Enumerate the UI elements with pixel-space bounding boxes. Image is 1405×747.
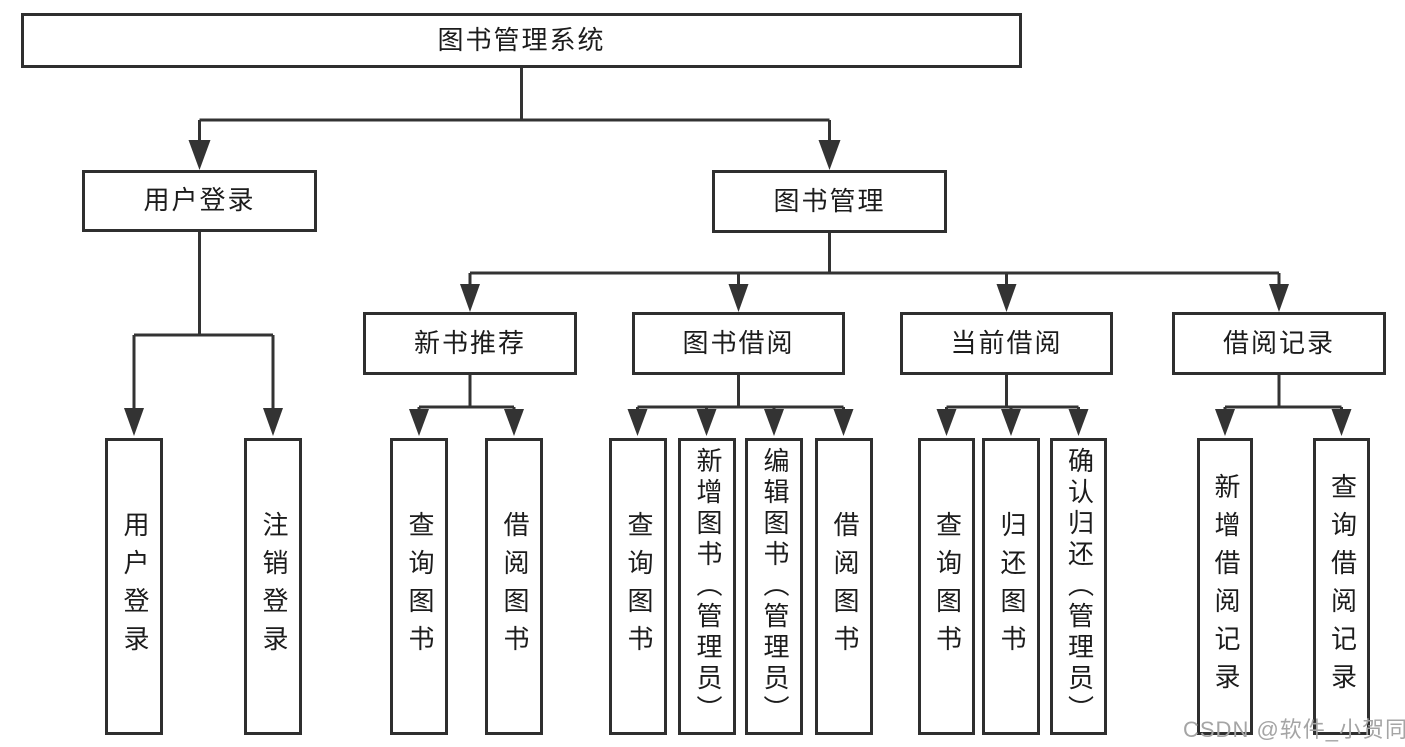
connector-borrowrecord-to-leaves [1223,375,1343,411]
leaf-add-borrow-record: 新增借阅记录 [1197,438,1253,735]
arrowheads [124,140,1352,436]
arrow-to-new-book [460,284,480,312]
leaf-query-books-recommend: 查询图书 [390,438,448,735]
arrow-leaf-g3d [833,409,854,436]
arrow-to-borrow-record [1269,284,1289,312]
leaf-add-books-admin: 新增图书（管理员） [678,438,736,735]
arrow-leaf-g5a [1215,409,1235,436]
arrow-leaf-g2b [504,409,524,436]
node-borrow-record: 借阅记录 [1172,312,1386,375]
arrow-leaf-g4a [936,409,957,436]
arrow-leaf-g3c [764,409,784,436]
connector-bookmgmt-to-level3 [468,233,1281,286]
node-library-system: 图书管理系统 [21,13,1022,68]
node-current-borrow: 当前借阅 [900,312,1113,375]
arrow-to-book-management [818,140,841,170]
leaf-confirm-return-admin: 确认归还（管理员） [1050,438,1107,735]
leaf-query-books-borrow: 查询图书 [609,438,667,735]
arrow-leaf-g2a [409,409,429,436]
arrow-leaf-g1a [124,408,144,436]
node-book-borrow: 图书借阅 [632,312,845,375]
arrow-leaf-g4c [1068,409,1089,436]
leaf-query-borrow-record: 查询借阅记录 [1313,438,1370,735]
leaf-return-books: 归还图书 [982,438,1040,735]
leaf-borrow-books-recommend: 借阅图书 [485,438,543,735]
arrow-leaf-g3b [696,409,717,436]
csdn-watermark: CSDN @软件_小贺同学 [1183,717,1405,742]
arrow-to-user-login [188,140,211,170]
leaf-query-books-current: 查询图书 [918,438,975,735]
leaf-logout: 注销登录 [244,438,302,735]
leaf-edit-books-admin: 编辑图书（管理员） [745,438,803,735]
connector-bookborrow-to-leaves [636,375,845,411]
connector-root-to-level2 [198,68,831,142]
arrow-to-book-borrow [728,284,749,312]
node-new-book-recommend: 新书推荐 [363,312,577,375]
arrow-leaf-g4b [1001,409,1021,436]
arrow-leaf-g3a [627,409,648,436]
node-user-login: 用户登录 [82,170,317,232]
arrow-to-current-borrow [996,284,1017,312]
connector-newbook-to-leaves [417,375,516,411]
arrow-leaf-g1b [263,408,283,436]
node-book-management: 图书管理 [712,170,947,233]
arrow-leaf-g5b [1331,409,1352,436]
connector-userlogin-to-leaves [132,232,275,410]
connector-currentborrow-to-leaves [945,375,1080,411]
leaf-borrow-books: 借阅图书 [815,438,873,735]
leaf-user-login: 用户登录 [105,438,163,735]
